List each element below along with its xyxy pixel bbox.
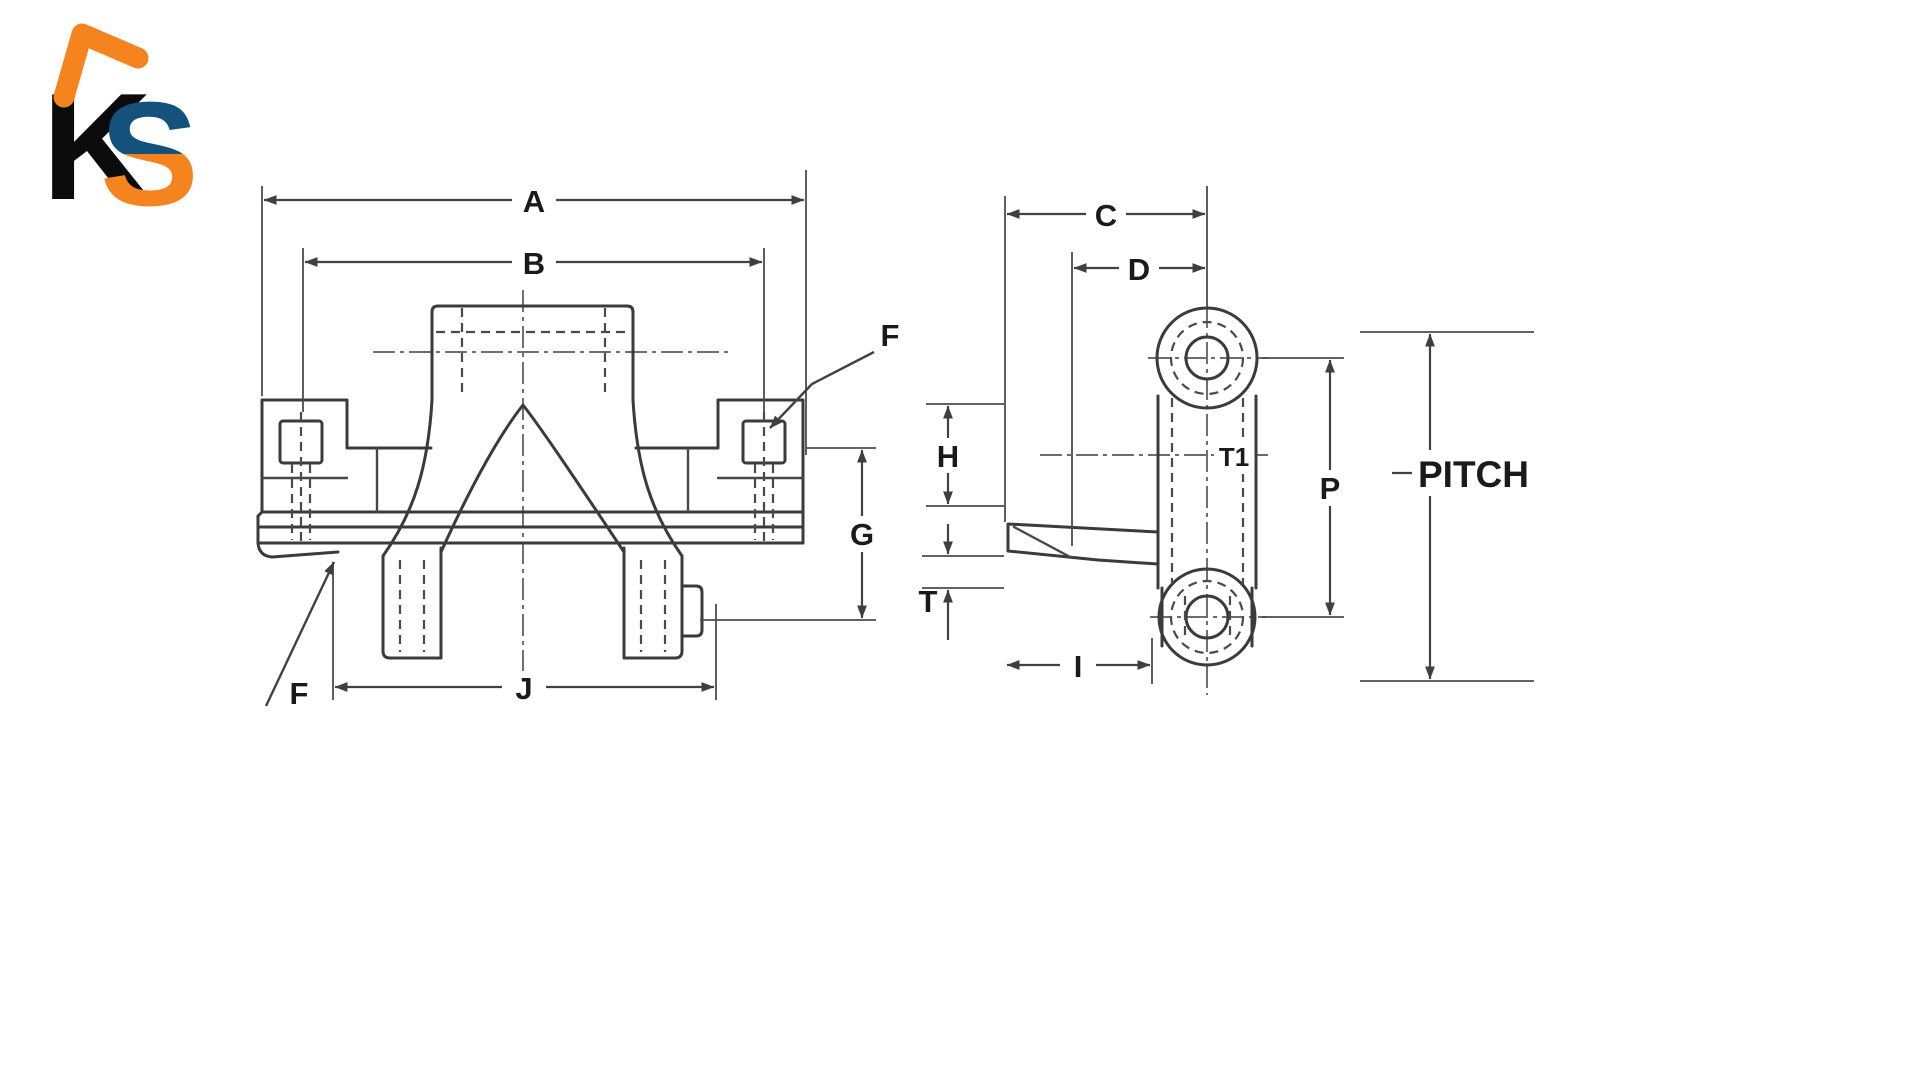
leader-line bbox=[769, 350, 875, 429]
dim-c: C bbox=[1004, 186, 1208, 522]
left-leg bbox=[381, 546, 443, 660]
side-view: C D H T T1 bbox=[919, 186, 1536, 695]
dim-label-i: I bbox=[1074, 649, 1083, 684]
ks-logo: K S S bbox=[42, 23, 199, 237]
label-patch bbox=[1310, 470, 1350, 506]
front-hidden-lines bbox=[290, 308, 775, 652]
dim-label-b: B bbox=[523, 246, 545, 281]
side-centerlines bbox=[1040, 306, 1268, 695]
label-patch bbox=[1119, 252, 1159, 285]
dim-b: B bbox=[302, 246, 765, 412]
top-roller-outer bbox=[1155, 306, 1259, 410]
dim-label-j: J bbox=[515, 671, 532, 706]
dim-label-p: P bbox=[1320, 471, 1341, 506]
logo-orange-mark bbox=[53, 23, 149, 108]
dim-label-t1: T1 bbox=[1219, 442, 1249, 472]
dim-label-c: C bbox=[1095, 198, 1117, 233]
label-patch bbox=[512, 246, 556, 279]
front-casting bbox=[260, 304, 805, 660]
top-roller-hidden bbox=[1169, 320, 1245, 396]
dim-label-h: H bbox=[937, 439, 959, 474]
arch-outer-left bbox=[381, 398, 434, 558]
plate-left-lip bbox=[256, 510, 340, 559]
front-centerlines bbox=[373, 290, 731, 700]
label-patch bbox=[842, 516, 882, 552]
bottom-roller-hidden bbox=[1169, 579, 1245, 655]
dim-label-pitch: PITCH bbox=[1418, 454, 1529, 495]
dim-t1: T1 bbox=[1214, 442, 1254, 474]
dim-g: G bbox=[700, 447, 882, 621]
top-boss bbox=[430, 304, 635, 402]
dim-label-g: G bbox=[850, 517, 874, 552]
bottom-roller-outer bbox=[1157, 567, 1257, 667]
dim-a: A bbox=[261, 170, 807, 455]
dim-j: J bbox=[332, 562, 717, 706]
dim-d: D bbox=[1071, 252, 1206, 546]
dim-label-f-lower: F bbox=[290, 676, 309, 711]
label-patch bbox=[512, 184, 556, 217]
flange-bevel bbox=[1012, 525, 1074, 560]
dim-h: H bbox=[926, 403, 1004, 507]
left-arm-and-block bbox=[260, 398, 433, 514]
label-patch bbox=[1214, 442, 1254, 474]
callout-f-upper: F bbox=[769, 318, 900, 429]
right-leg bbox=[622, 546, 684, 660]
dim-t: T bbox=[919, 524, 1004, 640]
label-patch bbox=[1060, 649, 1096, 682]
side-link-body bbox=[1006, 306, 1259, 667]
dim-p: P bbox=[1262, 357, 1350, 618]
label-patch bbox=[1086, 198, 1126, 231]
right-arm-and-block bbox=[634, 398, 805, 514]
label-patch bbox=[502, 671, 546, 704]
logo-letter-s-bottom: S bbox=[100, 72, 199, 237]
right-leg-lug bbox=[680, 584, 704, 638]
dim-label-t: T bbox=[919, 584, 938, 619]
dim-label-d: D bbox=[1128, 252, 1150, 287]
label-patch bbox=[929, 438, 967, 473]
front-flange-plate bbox=[256, 510, 805, 559]
dim-i: I bbox=[1006, 638, 1153, 684]
arch-outer-right bbox=[631, 398, 684, 558]
dim-label-f-upper: F bbox=[881, 318, 900, 353]
dim-label-a: A bbox=[523, 184, 545, 219]
logo-letter-s-top: S bbox=[100, 72, 199, 237]
dim-pitch: PITCH bbox=[1360, 331, 1536, 682]
callout-f-lower: F bbox=[264, 561, 336, 711]
arch-inner bbox=[439, 403, 626, 554]
leader-line bbox=[264, 561, 336, 707]
front-view: A B G J F bbox=[256, 170, 900, 711]
top-pin-hole bbox=[1184, 335, 1230, 381]
attachment-flange-edge bbox=[1006, 522, 1160, 566]
